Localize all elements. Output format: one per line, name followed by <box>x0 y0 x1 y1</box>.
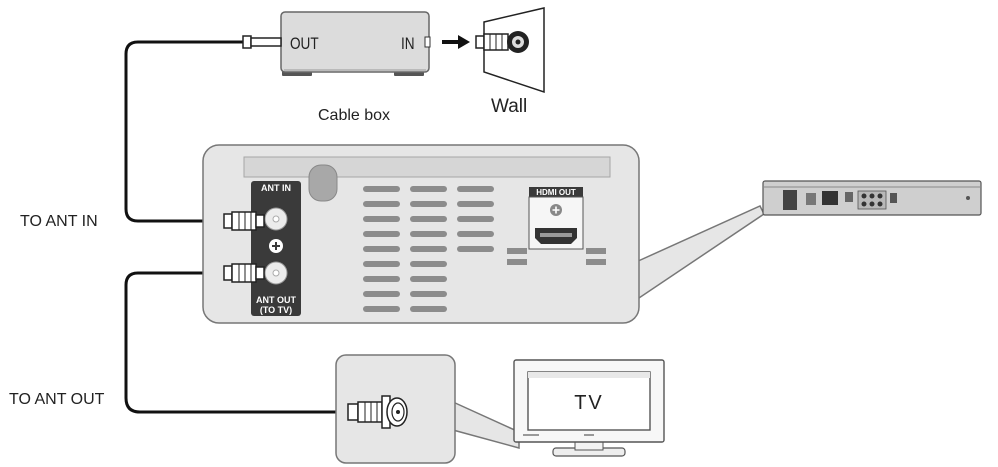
ant-out-label: ANT OUT <box>256 295 296 305</box>
to-ant-in-label: TO ANT IN <box>20 213 98 230</box>
cable-box-in-label: IN <box>401 35 415 54</box>
ant-in-label: ANT IN <box>261 183 291 193</box>
screw-icon <box>550 204 562 216</box>
tv-label: TV <box>574 392 604 414</box>
blu-ray-player-icon <box>762 180 982 216</box>
tv-icon: TV <box>513 359 665 457</box>
coax-connector-icon <box>223 263 265 283</box>
coax-connector-icon <box>347 395 408 429</box>
coax-cable-lines <box>124 40 352 414</box>
zoom-callout-panel <box>635 205 765 302</box>
wall-label: Wall <box>491 96 527 117</box>
cable-box-in-port <box>424 36 431 48</box>
tv-screen <box>527 371 651 431</box>
coax-connector-icon <box>223 211 265 231</box>
coax-connector-icon <box>242 35 282 49</box>
antenna-terminal-block: ANT IN ANT OUT (TO TV) <box>251 181 301 316</box>
cable-box-out-label: OUT <box>290 35 319 54</box>
tv-zoom-callout <box>452 400 520 449</box>
wall-coax-outlet-icon <box>475 31 529 53</box>
ventilation-slots <box>363 186 494 312</box>
wall <box>475 7 545 94</box>
cable-box-label: Cable box <box>318 107 390 124</box>
ant-out-sub-label: (TO TV) <box>260 305 292 315</box>
hdmi-out-terminal: HDMI OUT <box>528 187 584 250</box>
cable-to-ant-out <box>124 271 352 414</box>
to-ant-out-label: TO ANT OUT <box>9 391 105 408</box>
screw-icon <box>269 239 283 253</box>
rear-panel-top-strip <box>243 156 611 178</box>
arrow-right-icon <box>442 35 470 49</box>
cable-box: OUT IN <box>280 11 431 76</box>
hdmi-out-label: HDMI OUT <box>536 188 576 197</box>
cable-to-ant-in <box>124 40 246 223</box>
rear-panel-foot <box>308 164 338 202</box>
